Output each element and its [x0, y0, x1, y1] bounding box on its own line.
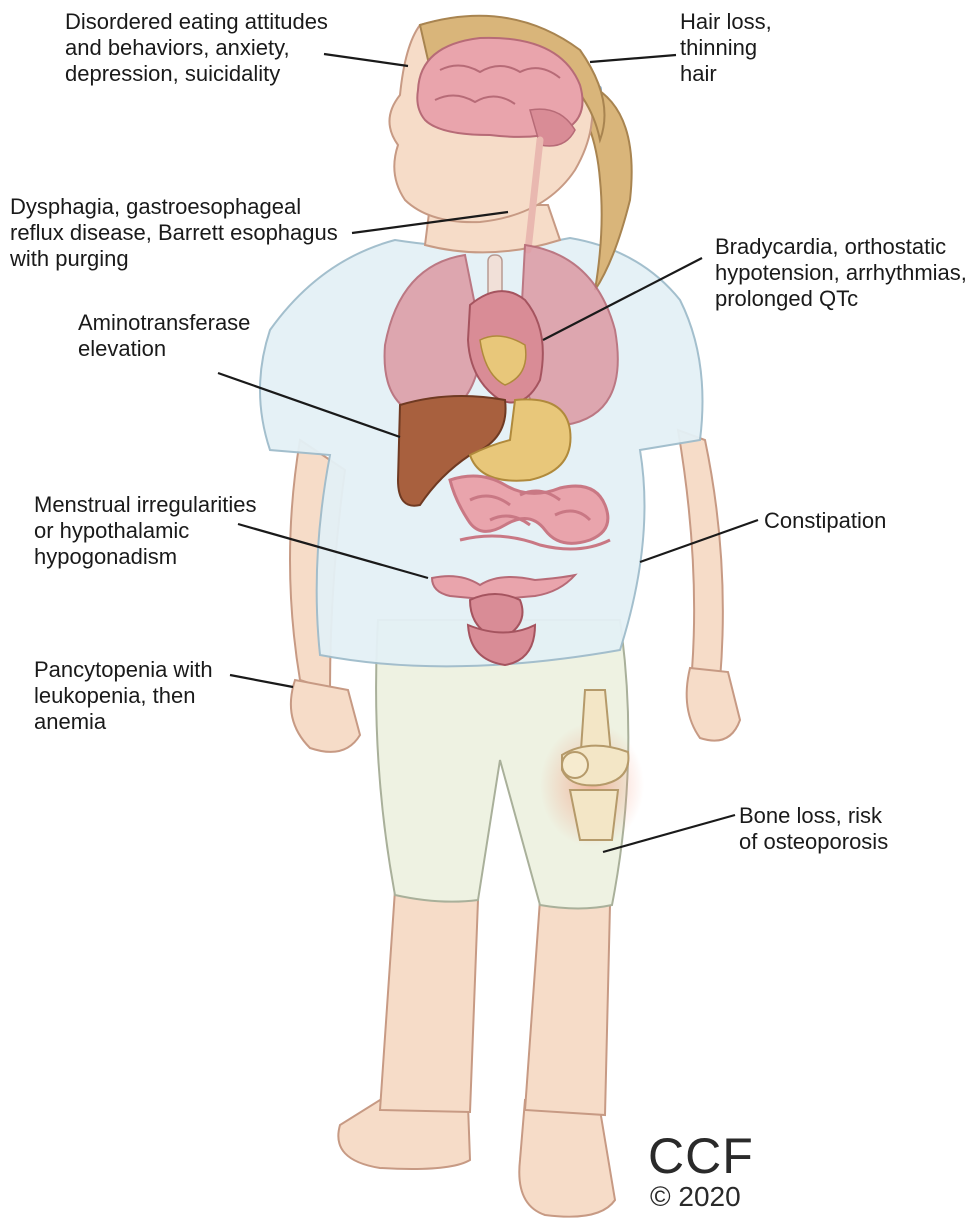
annotation-hair: Hair loss, thinning hair — [680, 9, 772, 87]
annotation-line: and behaviors, anxiety, — [65, 35, 328, 61]
leader-brain — [324, 54, 408, 66]
annotation-bone: Bone loss, risk of osteoporosis — [739, 803, 888, 855]
leader-blood — [230, 675, 293, 687]
annotation-brain: Disordered eating attitudes and behavior… — [65, 9, 328, 87]
annotation-line: Aminotransferase — [78, 310, 250, 336]
annotation-line: elevation — [78, 336, 250, 362]
annotation-line: hair — [680, 61, 772, 87]
annotation-line: anemia — [34, 709, 213, 735]
annotation-liver: Aminotransferase elevation — [78, 310, 250, 362]
annotation-reproductive: Menstrual irregularities or hypothalamic… — [34, 492, 257, 570]
annotation-line: thinning — [680, 35, 772, 61]
annotation-line: Hair loss, — [680, 9, 772, 35]
feet — [338, 1100, 615, 1217]
annotation-line: Bradycardia, orthostatic — [715, 234, 967, 260]
annotation-heart: Bradycardia, orthostatic hypotension, ar… — [715, 234, 967, 312]
watermark-copyright: © 2020 — [650, 1182, 741, 1212]
annotation-line: hypotension, arrhythmias, — [715, 260, 967, 286]
leader-hair — [590, 55, 676, 62]
annotation-line: Menstrual irregularities — [34, 492, 257, 518]
annotation-line: with purging — [10, 246, 338, 272]
annotation-line: Constipation — [764, 508, 886, 534]
annotation-line: depression, suicidality — [65, 61, 328, 87]
watermark-brand: CCF — [648, 1130, 754, 1182]
annotation-line: of osteoporosis — [739, 829, 888, 855]
annotation-esophagus: Dysphagia, gastroesophageal reflux disea… — [10, 194, 338, 272]
annotation-line: hypogonadism — [34, 544, 257, 570]
annotation-line: leukopenia, then — [34, 683, 213, 709]
annotation-line: prolonged QTc — [715, 286, 967, 312]
annotation-line: Bone loss, risk — [739, 803, 888, 829]
annotation-line: Disordered eating attitudes — [65, 9, 328, 35]
annotation-line: or hypothalamic — [34, 518, 257, 544]
annotation-line: Pancytopenia with — [34, 657, 213, 683]
lower-legs — [380, 890, 610, 1115]
annotation-bowel: Constipation — [764, 508, 886, 534]
annotation-line: Dysphagia, gastroesophageal — [10, 194, 338, 220]
annotation-blood: Pancytopenia with leukopenia, then anemi… — [34, 657, 213, 735]
annotation-line: reflux disease, Barrett esophagus — [10, 220, 338, 246]
